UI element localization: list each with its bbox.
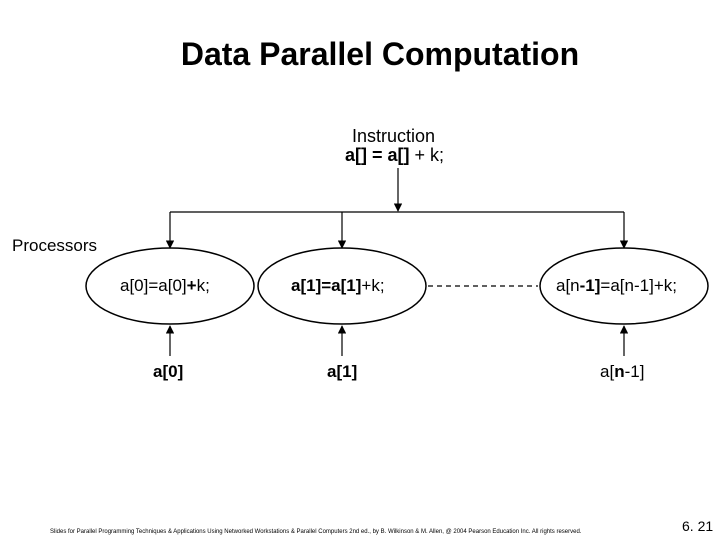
instruction-code: a[] = a[] + k;	[345, 145, 444, 166]
slide-number: 6. 21	[682, 518, 714, 534]
instruction-code-bold: a[] = a[]	[345, 145, 410, 165]
processors-label: Processors	[12, 236, 98, 255]
processor-text-2: a[n-1]=a[n-1]+k;	[556, 276, 677, 296]
processor-text-2-bold: -1]	[579, 276, 601, 295]
instruction-label: Instruction	[352, 126, 436, 146]
footer-credit: Slides for Parallel Programming Techniqu…	[50, 529, 582, 535]
processor-text-0-pre: a[0]=a[0]	[120, 276, 187, 295]
input-label-2-b: n	[614, 362, 625, 381]
input-label-0-text: a[0]	[153, 362, 184, 381]
processor-text-2-post: =a[n-1]+k;	[600, 276, 677, 295]
input-label-1-text: a[1]	[327, 362, 358, 381]
slide-title: Data Parallel Computation	[180, 36, 580, 72]
processor-text-1-post: +k;	[361, 276, 385, 295]
processor-text-0: a[0]=a[0]+k;	[120, 276, 210, 296]
processor-text-2-pre: a[n	[556, 276, 580, 295]
input-label-0: a[0]	[153, 362, 183, 382]
processor-ellipse-0	[85, 247, 255, 325]
processor-text-0-bold: +	[186, 276, 197, 295]
input-label-2-c: -1]	[624, 362, 645, 381]
input-label-1: a[1]	[327, 362, 357, 382]
processor-text-1-pre: a[1]=a[1]	[291, 276, 362, 295]
processor-text-1: a[1]=a[1]+k;	[291, 276, 385, 296]
input-label-2: a[n-1]	[600, 362, 644, 382]
processor-text-0-post: k;	[196, 276, 210, 295]
processor-ellipse-1	[257, 247, 427, 325]
processor-ellipse-2	[539, 247, 709, 325]
input-label-2-a: a[	[600, 362, 615, 381]
instruction-code-rest: + k;	[409, 145, 445, 165]
